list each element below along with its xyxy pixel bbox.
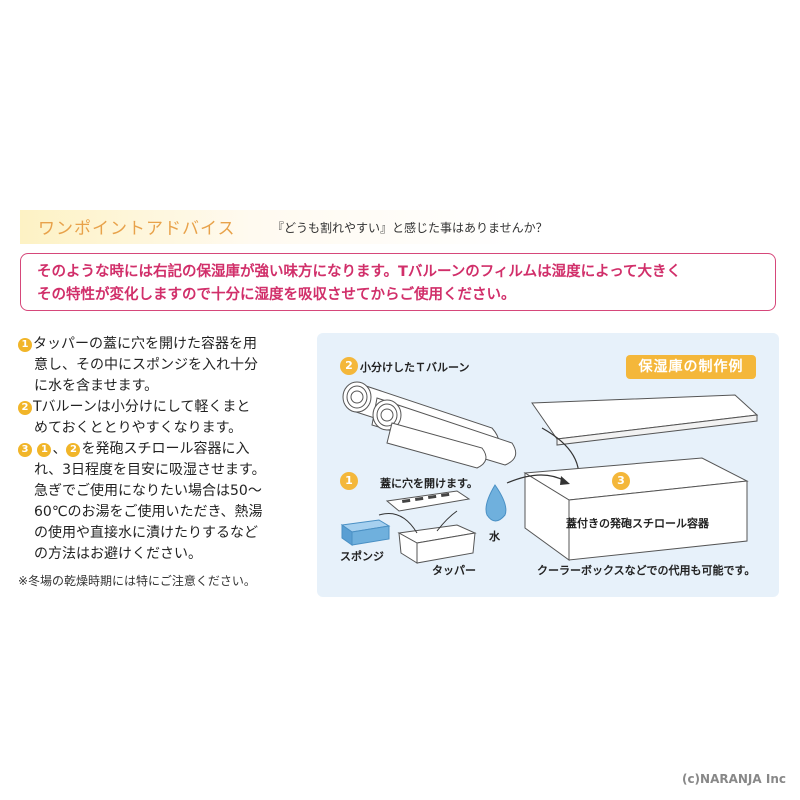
copyright-watermark: (c)NARANJA Inc [681,772,786,786]
header-band [20,210,790,244]
box-lid-illustration [531,394,759,446]
step-3-line-4: 60℃のお湯をご使用いただき、熱湯 [34,504,263,520]
balloon-rolls-illustration [342,381,517,469]
label-water: 水 [489,530,500,543]
sponge-illustration [340,519,391,546]
illustration-drawing [340,381,759,564]
illustration-step-2-number: 2 [340,357,358,375]
step-3-line-5: の使用や直接水に漬けたりするなど [34,525,258,541]
notice-line-2: その特性が変化しますので十分に湿度を吸収させてからご使用ください。 [37,287,516,303]
styrofoam-box-illustration [523,457,749,561]
notice-line-1: そのような時には右記の保湿庫が強い味方になります。Tバルーンのフィルムは湿度によ… [37,264,681,280]
step-3-line-3: 急ぎでご使用になりたい場合は50～ [34,483,262,499]
illustration-step-1-number: 1 [340,472,358,490]
label-lid-holes: 蓋に穴を開けます。 [380,477,478,490]
illustration-title: 保湿庫の制作例 [626,355,756,379]
step-1-line-3: に水を含ませます。 [34,378,159,394]
arrow-lid-to-tupper [436,510,458,532]
label-styrofoam-box: 蓋付きの発砲スチロール容器 [566,517,709,530]
step-3-ref-2: 2 [66,443,81,457]
tupper-lid-illustration [385,490,471,512]
step-1-text: タッパーの蓋に穴を開けた容器を用 [33,336,257,352]
water-drop-icon [485,484,507,522]
step-3-text: を発砲スチロール容器に入 [81,441,250,457]
section-title: ワンポイントアドバイス [38,219,236,239]
label-tupper: タッパー [432,564,476,577]
step-2-text: Tバルーンは小分けにして軽くまと [33,399,251,415]
winter-note: ※冬場の乾燥時期には特にご注意ください。 [18,574,256,588]
step-2-line-2: めておくととりやすくなります。 [34,420,243,436]
step-3-line-6: の方法はお避けください。 [34,546,202,562]
step-1-line-2: 意し、その中にスポンジを入れ十分 [34,357,258,373]
step-3-ref-1: 1 [37,443,52,457]
arrow-sponge-to-tupper [378,513,418,534]
notice-box: そのような時には右記の保湿庫が強い味方になります。Tバルーンのフィルムは湿度によ… [20,253,776,311]
illustration-step-3-number: 3 [612,472,630,490]
label-balloons: 小分けしたＴバルーン [360,361,470,374]
arrow-head-2 [560,476,570,485]
step-3-separator: 、 [52,441,67,457]
step-3-line-2: れ、3日程度を目安に吸湿させます。 [34,462,266,478]
step-1-number: 1 [18,338,32,352]
step-3-number: 3 [18,443,32,457]
step-2-number: 2 [18,401,32,415]
label-sponge: スポンジ [340,550,384,563]
label-cooler-box: クーラーボックスなどでの代用も可能です。 [537,564,756,577]
tupper-container-illustration [397,524,477,564]
section-question: 『どうも割れやすい』と感じた事はありませんか？ [272,221,548,235]
